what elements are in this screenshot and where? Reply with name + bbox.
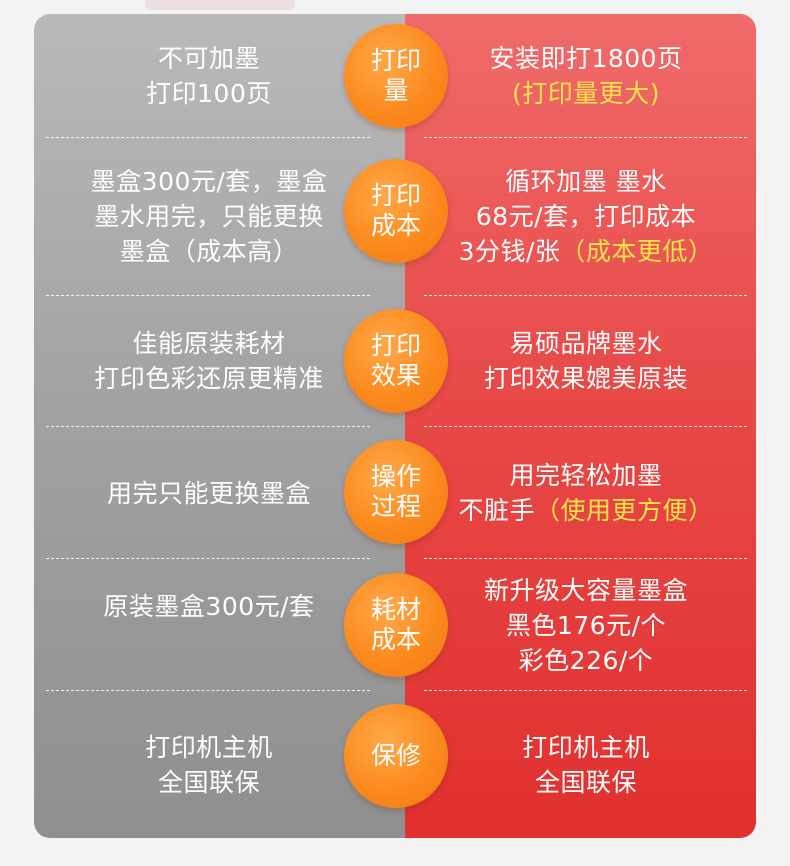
row-divider (424, 295, 747, 296)
row-divider (46, 426, 370, 427)
right-cell: 易硕品牌墨水 打印效果媲美原装 (422, 296, 750, 426)
category-badge: 打印 量 (344, 24, 448, 128)
comparison-row-consumable-cost: 原装墨盒300元/套 耗材 成本 新升级大容量墨盒 黑色176元/个 彩色226… (34, 559, 756, 691)
right-cell: 打印机主机 全国联保 (422, 691, 750, 838)
comparison-row-operation: 用完只能更换墨盒 操作 过程 用完轻松加墨 不脏手（使用更方便） (34, 427, 756, 559)
left-line: 用完只能更换墨盒 (106, 478, 311, 508)
comparison-row-print-cost: 墨盒300元/套，墨盒 墨水用完，只能更换 墨盒（成本高） 打印 成本 循环加墨… (34, 138, 756, 295)
highlight-text: （使用更方便） (535, 496, 714, 525)
comparison-row-warranty: 打印机主机 全国联保 保修 打印机主机 全国联保 (34, 691, 756, 838)
left-line: 墨水用完，只能更换 (94, 202, 324, 231)
category-badge: 保修 (344, 704, 448, 808)
left-line: 墨盒（成本高） (119, 237, 299, 266)
category-badge: 操作 过程 (344, 440, 448, 544)
left-line: 不可加墨 (157, 44, 260, 73)
highlight-text: （成本更低） (560, 237, 714, 266)
left-cell: 佳能原装耗材 打印色彩还原更精准 (34, 296, 384, 426)
left-cell: 用完只能更换墨盒 (34, 427, 384, 559)
right-line: 打印效果媲美原装 (483, 364, 688, 393)
row-divider (46, 295, 370, 296)
category-badge: 打印 效果 (344, 309, 448, 413)
right-line: 打印机主机 (522, 732, 650, 762)
left-line: 打印机主机 (145, 732, 273, 762)
right-cell: 安装即打1800页 (打印量更大) (422, 14, 750, 138)
right-line: 安装即打1800页 (489, 44, 683, 73)
category-badge: 打印 成本 (344, 159, 448, 263)
right-line: 68元/套，打印成本 (475, 202, 697, 231)
right-cell: 用完轻松加墨 不脏手（使用更方便） (422, 427, 750, 559)
right-cell: 新升级大容量墨盒 黑色176元/个 彩色226/个 (422, 559, 750, 691)
top-decoration (145, 0, 295, 10)
row-divider (424, 558, 747, 559)
left-line: 打印色彩还原更精准 (94, 364, 324, 393)
row-divider (424, 137, 747, 138)
row-divider (46, 137, 370, 138)
left-line: 墨盒300元/套，墨盒 (90, 167, 328, 196)
right-line: 3分钱/张（成本更低） (458, 237, 714, 266)
comparison-row-print-quality: 佳能原装耗材 打印色彩还原更精准 打印 效果 易硕品牌墨水 打印效果媲美原装 (34, 296, 756, 426)
right-cell: 循环加墨 墨水 68元/套，打印成本 3分钱/张（成本更低） (422, 138, 750, 295)
left-line: 打印100页 (146, 79, 272, 108)
left-line: 佳能原装耗材 (132, 329, 286, 358)
right-line: 黑色176元/个 (505, 610, 667, 640)
right-line: 新升级大容量墨盒 (483, 575, 688, 605)
left-cell: 打印机主机 全国联保 (34, 691, 384, 838)
left-cell: 不可加墨 打印100页 (34, 14, 384, 138)
left-line: 全国联保 (157, 767, 260, 797)
right-line: 全国联保 (534, 767, 637, 797)
row-divider (424, 690, 747, 691)
comparison-card: 不可加墨 打印100页 打印 量 安装即打1800页 (打印量更大) 墨盒300… (34, 14, 756, 838)
right-line: 循环加墨 墨水 (505, 167, 667, 196)
comparison-row-print-volume: 不可加墨 打印100页 打印 量 安装即打1800页 (打印量更大) (34, 14, 756, 138)
right-line: 彩色226/个 (518, 645, 654, 675)
right-line: (打印量更大) (512, 76, 660, 111)
row-divider (46, 558, 370, 559)
right-line: 易硕品牌墨水 (509, 329, 663, 358)
left-cell: 原装墨盒300元/套 (34, 559, 384, 691)
right-line: 不脏手（使用更方便） (458, 496, 714, 525)
left-cell: 墨盒300元/套，墨盒 墨水用完，只能更换 墨盒（成本高） (34, 138, 384, 295)
highlight-text: (打印量更大) (511, 79, 660, 108)
right-line: 用完轻松加墨 (509, 461, 663, 490)
row-divider (424, 426, 747, 427)
category-badge: 耗材 成本 (344, 573, 448, 677)
row-divider (46, 690, 370, 691)
left-line: 原装墨盒300元/套 (103, 592, 315, 621)
